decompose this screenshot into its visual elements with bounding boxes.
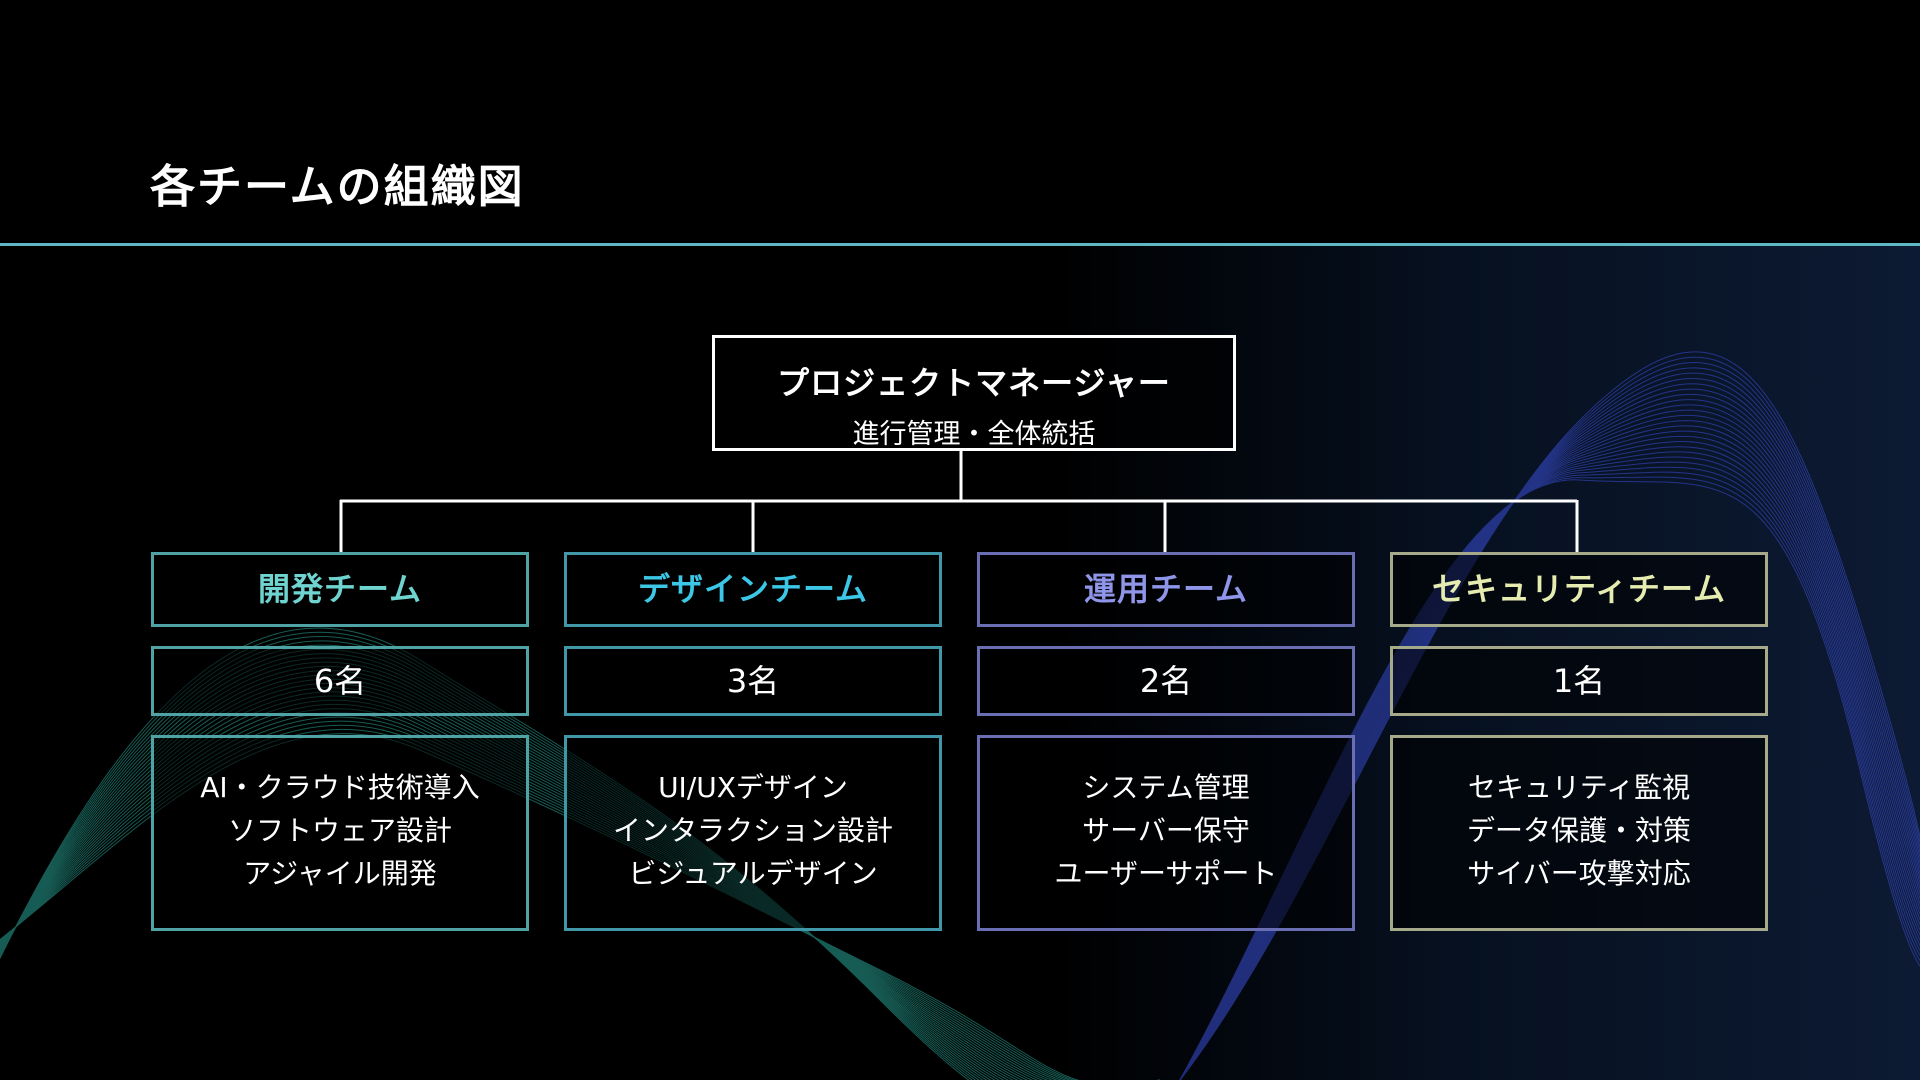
wave-line [1179,461,1920,1080]
team-count-box: 3名 [564,646,942,716]
header-divider [0,243,1920,246]
team-duties-box: AI・クラウド技術導入 ソフトウェア設計 アジャイル開発 [151,735,529,931]
wave-line [1179,471,1920,1080]
team-count: 3名 [726,662,780,700]
header-bar [0,0,1920,244]
project-manager-box: プロジェクトマネージャー 進行管理・全体統括 [712,335,1236,451]
wave-line [1179,425,1920,1080]
team-name-box: セキュリティチーム [1390,552,1768,627]
wave-line [1179,446,1920,1080]
team-name: デザインチーム [637,570,869,608]
team-duty: AI・クラウド技術導入 [200,771,480,804]
project-manager-subtitle: 進行管理・全体統括 [852,419,1096,450]
team-count-box: 6名 [151,646,529,716]
wave-line [1179,430,1920,1080]
team-name: 運用チーム [1083,570,1249,608]
team-duty: データ保護・対策 [1466,814,1691,847]
team-duty: ソフトウェア設計 [227,814,452,847]
team-duties-box: セキュリティ監視 データ保護・対策 サイバー攻撃対応 [1390,735,1768,931]
wave-line [1179,456,1920,1080]
team-duty: サーバー保守 [1082,814,1250,847]
team-duty: システム管理 [1082,771,1250,804]
wave-line [1179,479,1920,1080]
team-count: 6名 [313,662,367,700]
team-name-box: デザインチーム [564,552,942,627]
team-duty: ビジュアルデザイン [628,857,878,890]
project-manager-title: プロジェクトマネージャー [777,364,1171,402]
team-name: 開発チーム [257,570,423,608]
team-duty: ユーザーサポート [1054,857,1278,890]
team-count-box: 2名 [977,646,1355,716]
team-duties-box: システム管理 サーバー保守 ユーザーサポート [977,735,1355,931]
wave-line [1179,466,1920,1080]
team-name-box: 運用チーム [977,552,1355,627]
team-name: セキュリティチーム [1431,570,1727,608]
team-count-box: 1名 [1390,646,1768,716]
team-name-box: 開発チーム [151,552,529,627]
wave-line [1179,420,1920,1080]
team-duty: UI/UXデザイン [658,771,848,804]
team-count: 1名 [1552,662,1606,700]
team-duty: インタラクション設計 [612,814,893,847]
page-title: 各チームの組織図 [150,160,525,213]
team-duty: アジャイル開発 [243,857,437,890]
wave-line [1179,451,1920,1080]
wave-line [1179,435,1920,1080]
team-count: 2名 [1139,662,1193,700]
wave-line [1179,441,1920,1080]
wave-line [1179,476,1920,1080]
team-duties-box: UI/UXデザイン インタラクション設計 ビジュアルデザイン [564,735,942,931]
team-duty: セキュリティ監視 [1467,771,1691,804]
team-duty: サイバー攻撃対応 [1467,857,1691,890]
